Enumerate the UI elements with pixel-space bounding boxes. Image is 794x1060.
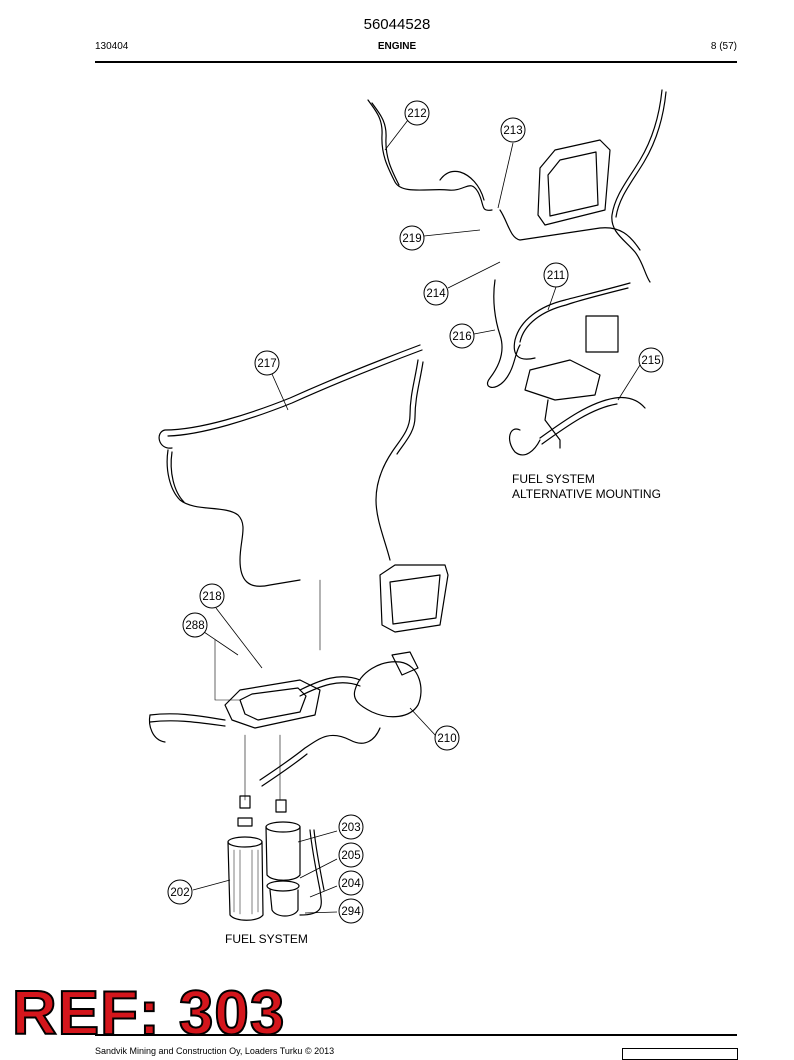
date-code: 130404 [95, 41, 129, 52]
callout-label-217: 217 [257, 358, 276, 370]
callout-labels: 212 213 219 211 214 216 215 217 218 288 … [170, 108, 660, 918]
footer-copyright: Sandvik Mining and Construction Oy, Load… [95, 1046, 335, 1056]
callout-label-218: 218 [202, 591, 221, 603]
callout-label-219: 219 [402, 233, 421, 245]
callout-circle-204 [338, 870, 364, 896]
callout-circle-215 [638, 347, 664, 373]
callout-label-203: 203 [341, 822, 360, 834]
callout-circles [167, 100, 664, 924]
callout-leader-lines [192, 119, 641, 914]
callout-circle-210 [434, 725, 460, 751]
callout-circle-213 [500, 117, 526, 143]
callout-circle-214 [423, 280, 449, 306]
callout-label-213: 213 [503, 125, 522, 137]
callout-label-205: 205 [341, 850, 360, 862]
callout-label-214: 214 [426, 288, 446, 300]
callout-circle-202 [167, 879, 193, 905]
callout-circle-217 [254, 350, 280, 376]
header-divider [95, 61, 737, 63]
callout-circle-288 [182, 612, 208, 638]
callout-circle-219 [399, 225, 425, 251]
page-number: 8 (57) [710, 41, 737, 52]
callout-label-212: 212 [407, 108, 426, 120]
callout-circle-216 [449, 323, 475, 349]
callout-label-294: 294 [341, 906, 361, 918]
callout-label-211: 211 [547, 270, 565, 282]
callout-label-210: 210 [437, 733, 456, 745]
caption-main: FUEL SYSTEM [225, 932, 308, 946]
footer-divider [95, 1034, 737, 1036]
callout-label-202: 202 [170, 887, 189, 899]
callout-circle-203 [338, 814, 364, 840]
callout-circle-205 [338, 842, 364, 868]
callout-label-216: 216 [452, 331, 471, 343]
callout-circle-211 [543, 262, 569, 288]
diagram-linework [148, 89, 667, 921]
ref-stamp: REF: 303 [11, 979, 286, 1048]
callout-circle-212 [404, 100, 430, 126]
document-number: 56044528 [363, 16, 431, 33]
callout-label-204: 204 [341, 878, 361, 890]
section-title: ENGINE [377, 41, 417, 52]
caption-alternative-line2: ALTERNATIVE MOUNTING [512, 487, 661, 501]
caption-alternative-line1: FUEL SYSTEM [512, 472, 595, 486]
callout-circle-218 [199, 583, 225, 609]
callout-label-215: 215 [641, 355, 660, 367]
brand-logo [622, 1048, 738, 1060]
callout-circle-294 [338, 898, 364, 924]
callout-label-288: 288 [185, 620, 204, 632]
